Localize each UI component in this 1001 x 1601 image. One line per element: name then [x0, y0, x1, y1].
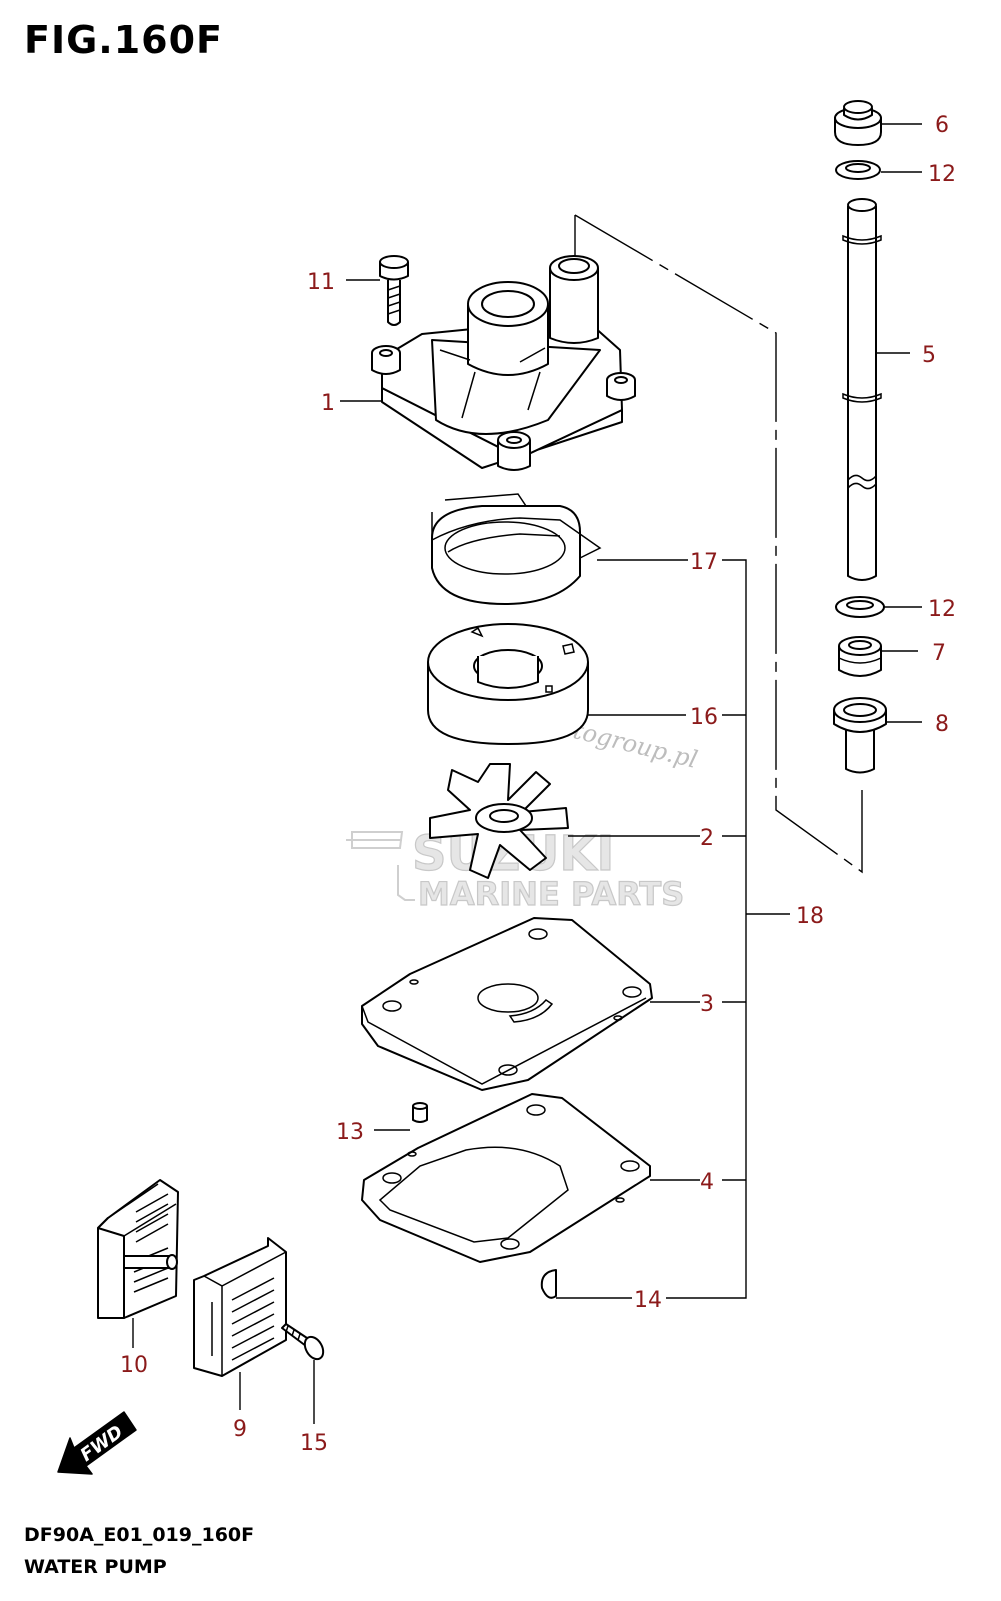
fwd-arrow: FWD	[57, 1411, 137, 1475]
figure-title: FIG.160F	[24, 18, 224, 62]
callout-7: 7	[932, 641, 946, 666]
callout-12-bottom: 12	[928, 597, 956, 622]
part-15-screw	[281, 1323, 325, 1361]
part-2-impeller	[429, 763, 569, 879]
part-12-washer-top	[835, 160, 881, 180]
part-1-pump-case	[371, 255, 636, 471]
part-7-seal	[838, 636, 882, 677]
part-16-housing	[427, 623, 589, 745]
part-6-grommet	[834, 100, 882, 146]
figure-name: WATER PUMP	[24, 1556, 167, 1578]
part-14-key	[540, 1269, 557, 1299]
callout-16: 16	[690, 705, 718, 730]
part-17-liner	[431, 493, 602, 605]
callout-2: 2	[700, 826, 714, 851]
leader-lines	[132, 123, 922, 1424]
callout-4: 4	[700, 1170, 714, 1195]
callout-11: 11	[307, 270, 335, 295]
part-5-water-tube	[842, 198, 882, 581]
callout-18: 18	[796, 904, 824, 929]
watermark-sub: MARINE PARTS	[418, 875, 684, 913]
callout-8: 8	[935, 712, 949, 737]
callout-1: 1	[321, 391, 335, 416]
callout-12-top: 12	[928, 162, 956, 187]
part-3-plate	[361, 917, 653, 1091]
part-9-strainer-cover	[193, 1237, 287, 1377]
reference-line	[574, 214, 863, 874]
part-12-washer-bottom	[835, 596, 885, 618]
callout-5: 5	[922, 343, 936, 368]
figure-code: DF90A_E01_019_160F	[24, 1524, 255, 1546]
callout-6: 6	[935, 113, 949, 138]
callout-17: 17	[690, 550, 718, 575]
callout-3: 3	[700, 992, 714, 1017]
callout-labels: 6 12 5 12 7 8 11 1 17 16 2 18 3 4 13 14 …	[120, 113, 956, 1456]
part-11-bolt	[379, 255, 409, 326]
callout-13: 13	[336, 1120, 364, 1145]
part-10-strainer	[97, 1179, 179, 1319]
part-4-gasket	[361, 1093, 651, 1263]
callout-14: 14	[634, 1288, 662, 1313]
callout-10: 10	[120, 1353, 148, 1378]
callout-9: 9	[233, 1417, 247, 1442]
part-8-tube-guide	[833, 697, 887, 774]
callout-15: 15	[300, 1431, 328, 1456]
part-13-dowel-pin	[412, 1102, 428, 1123]
